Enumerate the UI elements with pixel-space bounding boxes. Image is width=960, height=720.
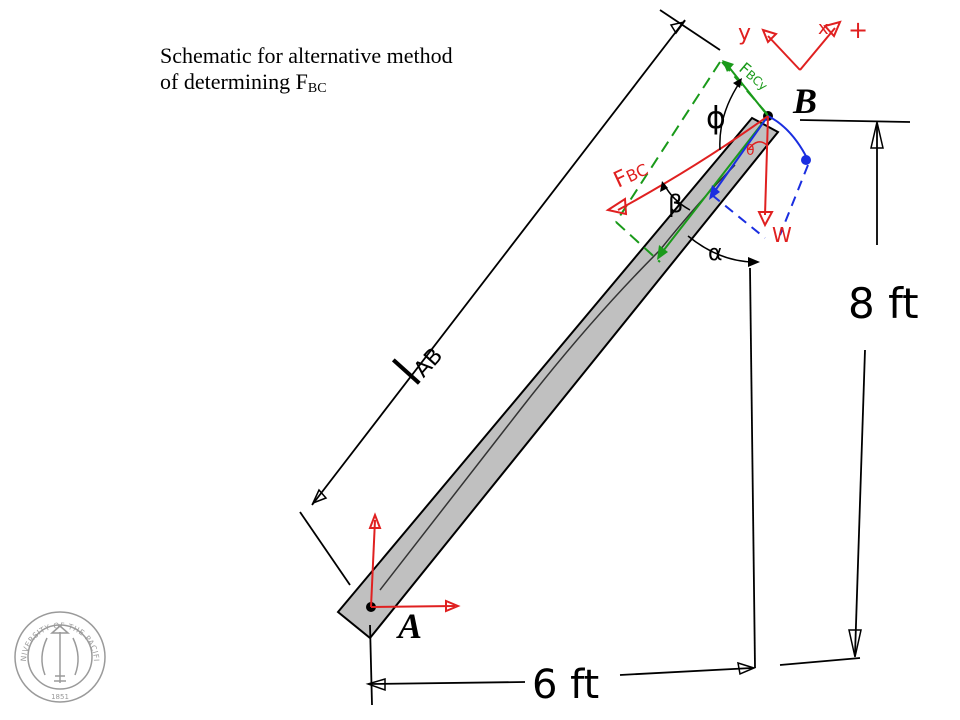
- green-axial-arrowhead: [657, 245, 668, 260]
- weight-arrowhead: [757, 211, 774, 228]
- green-axial-arrow-line: [659, 115, 769, 256]
- blue-dashed-right: [779, 164, 809, 236]
- blue-dashed-bottom: [711, 194, 766, 239]
- extension-line-b: [749, 267, 756, 669]
- extension-line-a: [369, 624, 373, 706]
- dimension-lab-arrow-top: [669, 20, 686, 35]
- coord-y-axis-arrowhead: [761, 28, 778, 44]
- dimension-6ft-arrow-right: [737, 661, 757, 676]
- dimension-8ft-arrow-top: [870, 121, 884, 149]
- axis-a-vertical: [370, 519, 376, 608]
- fbc-arrowhead: [605, 197, 628, 216]
- member-ab: [336, 116, 780, 640]
- weight-axial-arrowhead: [709, 185, 720, 200]
- fbcy-arrow-line: [727, 65, 769, 117]
- coord-x-axis-arrowhead: [823, 20, 842, 38]
- axis-a-horizontal: [370, 605, 456, 608]
- beta-arc-arrowhead: [660, 181, 668, 192]
- axis-a-horizontal-arrow: [445, 599, 461, 613]
- alpha-arc-arrowhead: [748, 257, 760, 267]
- phi-arc-arrowhead: [733, 78, 742, 88]
- dimension-6ft-line-right: [619, 667, 753, 676]
- dimension-8ft-arrow-bottom: [848, 629, 862, 658]
- coord-y-axis-line: [767, 35, 801, 71]
- label-fbcy: FBCy: [735, 59, 772, 95]
- dimension-lab-arrow-bottom: [311, 488, 328, 505]
- extension-line-top: [799, 119, 911, 123]
- fbcy-arrowhead: [722, 60, 734, 72]
- page-title: Schematic for alternative method of dete…: [160, 43, 453, 102]
- dimension-lab-line: [311, 19, 686, 506]
- dimension-6ft-arrow-left: [365, 677, 386, 692]
- label-6ft: 6 ft: [532, 662, 599, 708]
- member-shading: [379, 164, 736, 591]
- label-weight: W: [772, 223, 792, 247]
- dimension-lab-tick-bottom: [299, 511, 351, 586]
- label-axis-x: x: [818, 18, 829, 39]
- fbc-arrow-line: [617, 115, 769, 211]
- seal-text: UNIVERSITY OF THE PACIFIC: [0, 0, 101, 662]
- label-phi: ϕ: [706, 101, 726, 136]
- dimension-8ft-line-bottom: [854, 349, 866, 656]
- label-theta: θ: [746, 143, 755, 159]
- weight-axial-component: [711, 115, 769, 196]
- point-b-label: B: [793, 81, 818, 121]
- label-8ft: 8 ft: [848, 279, 919, 328]
- label-alpha: α: [708, 241, 723, 266]
- dimension-lab-tick-top: [659, 9, 721, 51]
- theta-arc: [747, 141, 769, 151]
- label-axis-y: y: [738, 21, 751, 46]
- extension-line-bottom: [779, 657, 861, 666]
- university-seal-logo: [14, 611, 106, 703]
- coord-x-axis-line: [799, 27, 836, 71]
- label-axis-plus: +: [848, 16, 868, 44]
- point-a-label: A: [398, 606, 423, 646]
- phi-arc: [719, 81, 741, 151]
- weight-normal-arrowhead: [801, 155, 811, 165]
- axis-a-vertical-arrow: [368, 512, 382, 529]
- seal-year: 1851: [51, 693, 69, 701]
- page-title-line-2: of determining FBC: [160, 69, 327, 96]
- weight-normal-component: [767, 115, 809, 161]
- label-beta: β: [668, 190, 683, 218]
- dimension-6ft-line-left: [369, 681, 526, 685]
- green-dashed-left: [615, 61, 721, 223]
- weight-arrow-line: [764, 115, 769, 216]
- green-dashed-bottom: [615, 221, 661, 263]
- label-fbc: FBC: [610, 156, 652, 193]
- page-title-line-1: Schematic for alternative method: [160, 43, 453, 68]
